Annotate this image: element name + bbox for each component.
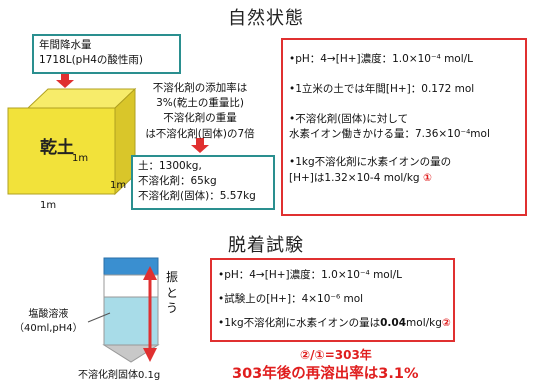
soil-cube [7,87,137,196]
mass-agent: 不溶化剤：65kg [138,175,217,188]
rain-arrow [56,74,74,88]
natural-perkg-text: [H+]は1.32×10-4 mol/kg [289,171,420,184]
agent-arrow [191,138,209,153]
natural-perkg-header: •1kg不溶化剤に水素イオンの量の [289,156,452,168]
desorption-ph: •pH：4→[H+]濃度：1.0×10⁻⁴ mol/L [218,269,403,281]
desorption-h-amount: •試験上の[H+]：4×10⁻⁶ mol [218,292,364,305]
shake-label: 振とう [166,270,179,316]
agent-description: 不溶化剤の添加率は 3%(乾土の重量比) 不溶化剤の重量 は不溶化剤(固体)の7… [138,81,262,142]
rainfall-label: 年間降水量 [39,39,92,51]
desorption-perkg: •1kg不溶化剤に水素イオンの量は0.04mol/kg② [218,316,451,332]
agent-line-4: は不溶化剤(固体)の7倍 [145,127,255,140]
section-title-natural: 自然状態 [228,8,304,29]
agent-line-3: 不溶化剤の重量 [163,112,237,125]
natural-result-box: •pH：4→[H+]濃度：1.0×10⁻⁴ mol/L •1立米の土では年間[H… [281,38,527,216]
tube-label-leader [87,312,111,323]
tube-bottom-label: 不溶化剤固体0.1g [78,370,161,381]
mass-box: 土：1300kg, 不溶化剤：65kg 不溶化剤(固体)：5.57kg [131,155,275,210]
conclusion-rate: 303年後の再溶出率は3.1% [232,366,419,382]
desorption-perkg-value: 0.04 [380,316,407,329]
conclusion-ratio: ②/①=303年 [300,348,372,362]
section-title-desorption: 脱着試験 [228,235,304,256]
mass-soil: 土：1300kg, [138,160,202,172]
rainfall-box: 年間降水量 1718L(pH4の酸性雨) [32,34,181,74]
cube-dim-depth: 1m [110,180,127,191]
natural-h-amount: 水素イオン働きかける量：7.36×10⁻⁴mol [289,128,490,141]
cube-dim-height: 1m [72,153,89,164]
natural-annual-h: •1立米の土では年間[H+]：0.172 mol [289,82,475,95]
desorption-result-box: •pH：4→[H+]濃度：1.0×10⁻⁴ mol/L •試験上の[H+]：4×… [210,258,455,342]
agent-line-2: 3%(乾土の重量比) [156,97,244,110]
tube-label-solution: 塩酸溶液 [28,309,69,320]
natural-perkg-value: [H+]は1.32×10-4 mol/kg ① [289,171,519,187]
desorption-perkg-text: •1kg不溶化剤に水素イオンの量は [218,316,381,329]
rainfall-value: 1718L(pH4の酸性雨) [39,54,144,67]
cube-label: 乾土 [40,138,74,158]
marker-two: ② [441,316,451,329]
agent-line-1: 不溶化剤の添加率は [152,82,248,94]
natural-ph: •pH：4→[H+]濃度：1.0×10⁻⁴ mol/L [289,53,474,65]
tube-label-condition: （40ml,pH4） [14,323,83,334]
cube-dim-width: 1m [40,200,57,211]
natural-agent-header: •不溶化剤(固体)に対して [289,112,409,125]
marker-one: ① [422,171,432,184]
desorption-perkg-unit: mol/kg [406,316,442,329]
tube-label: 塩酸溶液 （40ml,pH4） [14,308,83,336]
shake-arrow [143,266,157,362]
mass-agent-solid: 不溶化剤(固体)：5.57kg [138,190,256,203]
